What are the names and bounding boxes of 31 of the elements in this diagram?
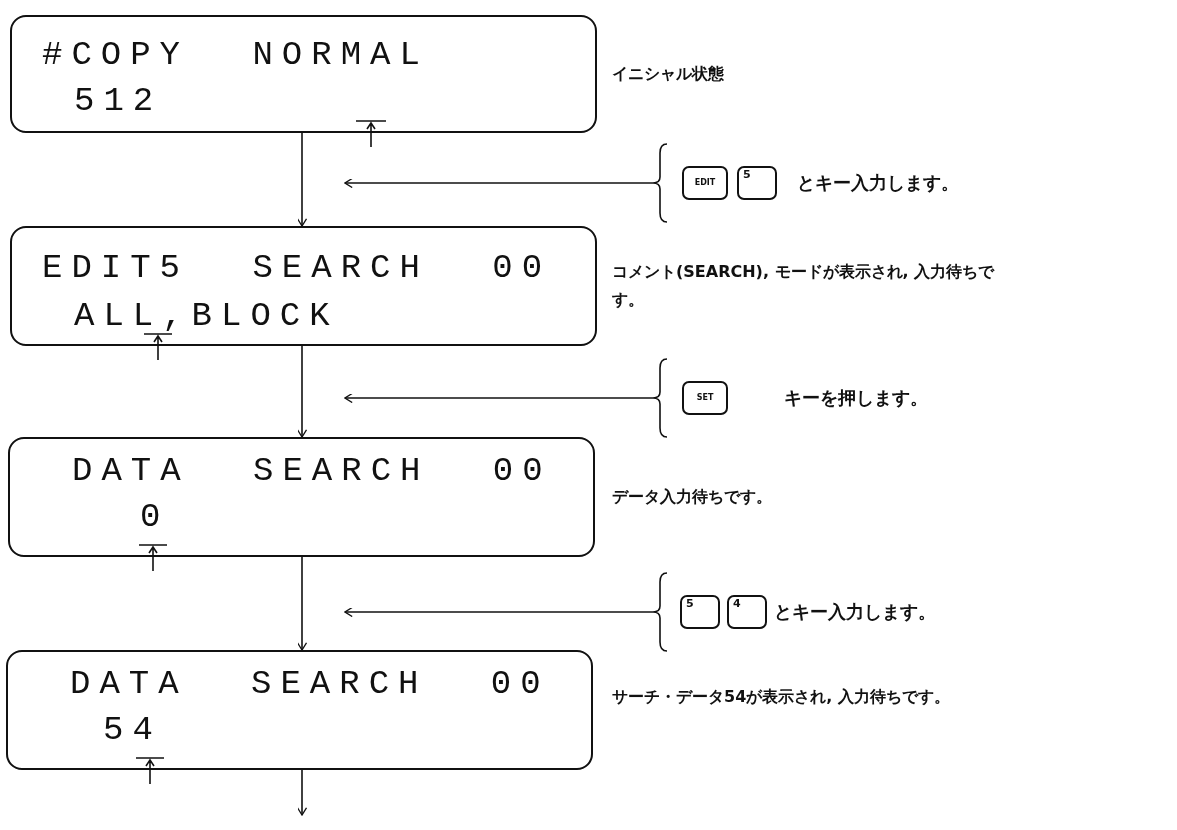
display-text: DATA SEARCH 00 (72, 451, 552, 491)
display-panel (10, 15, 597, 133)
arrow (296, 345, 308, 438)
description-text: コメント(SEARCH), モードが表示され, 入力待ちです。 (612, 261, 996, 311)
arrow (344, 606, 654, 618)
display-text: ALL,BLOCK (74, 296, 339, 336)
description-text: イニシャル状態 (612, 63, 725, 85)
display-text: 0 (140, 497, 170, 537)
key-cap: 5 (680, 595, 720, 629)
display-text: 512 (74, 81, 163, 121)
instruction-text: とキー入力します。 (797, 171, 959, 195)
arrow (296, 769, 308, 816)
display-panel (6, 650, 593, 770)
display-panel (8, 437, 595, 557)
arrow (344, 392, 654, 404)
key-cap: EDIT (682, 166, 728, 200)
description-text: サーチ・データ54が表示され, 入力待ちです。 (612, 686, 951, 708)
key-cap: 5 (737, 166, 777, 200)
display-text: EDIT5 SEARCH 00 (42, 248, 552, 288)
display-text: DATA SEARCH 00 (70, 664, 550, 704)
arrow (344, 177, 654, 189)
instruction-text: とキー入力します。 (774, 600, 936, 624)
arrow (296, 132, 308, 227)
key-cap: 4 (727, 595, 767, 629)
instruction-text: キーを押します。 (784, 386, 928, 410)
display-text: #COPY NORMAL (42, 35, 429, 75)
display-text: 54 (103, 710, 162, 750)
arrow (296, 556, 308, 651)
key-cap: SET (682, 381, 728, 415)
description-text: データ入力待ちです。 (612, 486, 773, 508)
display-panel (10, 226, 597, 346)
